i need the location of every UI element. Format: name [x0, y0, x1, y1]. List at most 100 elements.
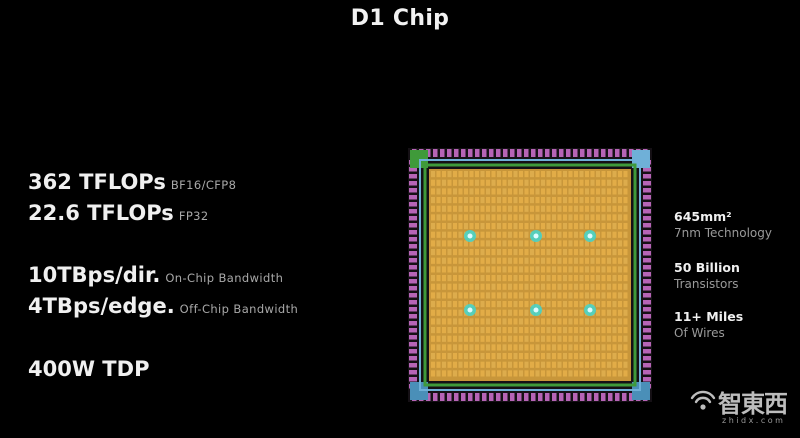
core-cell: [596, 301, 600, 308]
core-cell: [431, 309, 435, 316]
core-cell: [601, 266, 606, 273]
io-pad: [489, 393, 494, 401]
core-cell: [458, 275, 463, 282]
core-cell: [431, 361, 435, 368]
core-cell: [612, 353, 617, 360]
core-cell: [519, 188, 523, 195]
core-cell: [431, 188, 435, 195]
core-cell: [552, 301, 556, 308]
core-cell: [535, 283, 540, 290]
core-cell: [486, 205, 490, 212]
core-cell: [442, 283, 446, 290]
core-cell: [475, 353, 479, 360]
spec-sub: Off-Chip Bandwidth: [179, 302, 299, 316]
io-pad: [643, 307, 651, 312]
core-cell: [590, 301, 595, 308]
core-cell: [519, 318, 523, 325]
chip-spec-sub: Of Wires: [674, 326, 725, 340]
core-cell: [601, 344, 606, 351]
core-cell: [453, 223, 457, 230]
core-cell: [601, 353, 606, 360]
core-cell: [480, 327, 485, 334]
core-cell: [585, 335, 589, 342]
io-pad: [447, 149, 452, 157]
core-cell: [442, 370, 446, 377]
core-cell: [442, 240, 446, 247]
core-cell: [502, 214, 507, 221]
core-cell: [563, 197, 567, 204]
core-cell: [431, 266, 435, 273]
core-cell: [612, 240, 617, 247]
core-cell: [612, 266, 617, 273]
core-cell: [623, 335, 628, 342]
core-cell: [574, 353, 578, 360]
core-cell: [497, 266, 501, 273]
core-cell: [557, 301, 562, 308]
core-cell: [486, 223, 490, 230]
core-cell: [535, 223, 540, 230]
core-cell: [601, 327, 606, 334]
core-cell: [557, 257, 562, 264]
core-cell: [601, 309, 606, 316]
core-cell: [579, 301, 584, 308]
core-cell: [546, 344, 551, 351]
core-cell: [623, 231, 628, 238]
core-cell: [574, 283, 578, 290]
io-pad: [409, 209, 417, 214]
core-cell: [579, 361, 584, 368]
core-cell: [464, 275, 468, 282]
core-cell: [524, 353, 529, 360]
core-cell: [497, 335, 501, 342]
core-cell: [557, 231, 562, 238]
core-cell: [508, 275, 512, 282]
core-cell: [508, 231, 512, 238]
core-cell: [607, 335, 611, 342]
core-cell: [486, 171, 490, 178]
core-cell: [623, 205, 628, 212]
core-cell: [535, 292, 540, 299]
core-cell: [552, 335, 556, 342]
core-cell: [480, 257, 485, 264]
core-cell: [508, 318, 512, 325]
core-cell: [519, 327, 523, 334]
core-cell: [524, 188, 529, 195]
io-pad: [468, 149, 473, 157]
core-cell: [607, 257, 611, 264]
core-cell: [590, 249, 595, 256]
core-cell: [458, 240, 463, 247]
io-pad: [608, 393, 613, 401]
core-cell: [502, 275, 507, 282]
core-cell: [442, 197, 446, 204]
core-cell: [458, 214, 463, 221]
core-cell: [590, 214, 595, 221]
core-cell: [436, 353, 441, 360]
core-cell: [601, 370, 606, 377]
core-cell: [563, 283, 567, 290]
core-cell: [508, 257, 512, 264]
core-cell: [557, 309, 562, 316]
core-cell: [519, 344, 523, 351]
core-cell: [475, 344, 479, 351]
core-cell: [546, 205, 551, 212]
core-cell: [579, 249, 584, 256]
core-cell: [464, 214, 468, 221]
core-cell: [601, 257, 606, 264]
core-cell: [618, 353, 622, 360]
core-cell: [453, 188, 457, 195]
core-cell: [519, 257, 523, 264]
io-pad: [538, 393, 543, 401]
core-cell: [436, 301, 441, 308]
io-pad: [622, 149, 627, 157]
io-pad: [454, 393, 459, 401]
core-cell: [431, 231, 435, 238]
core-cell: [502, 292, 507, 299]
core-cell: [464, 240, 468, 247]
core-cell: [579, 283, 584, 290]
wifi-signal-icon: [690, 390, 716, 410]
core-cell: [469, 205, 474, 212]
core-cell: [436, 344, 441, 351]
core-cell: [480, 335, 485, 342]
core-cell: [475, 335, 479, 342]
core-cell: [618, 266, 622, 273]
core-cell: [530, 240, 534, 247]
